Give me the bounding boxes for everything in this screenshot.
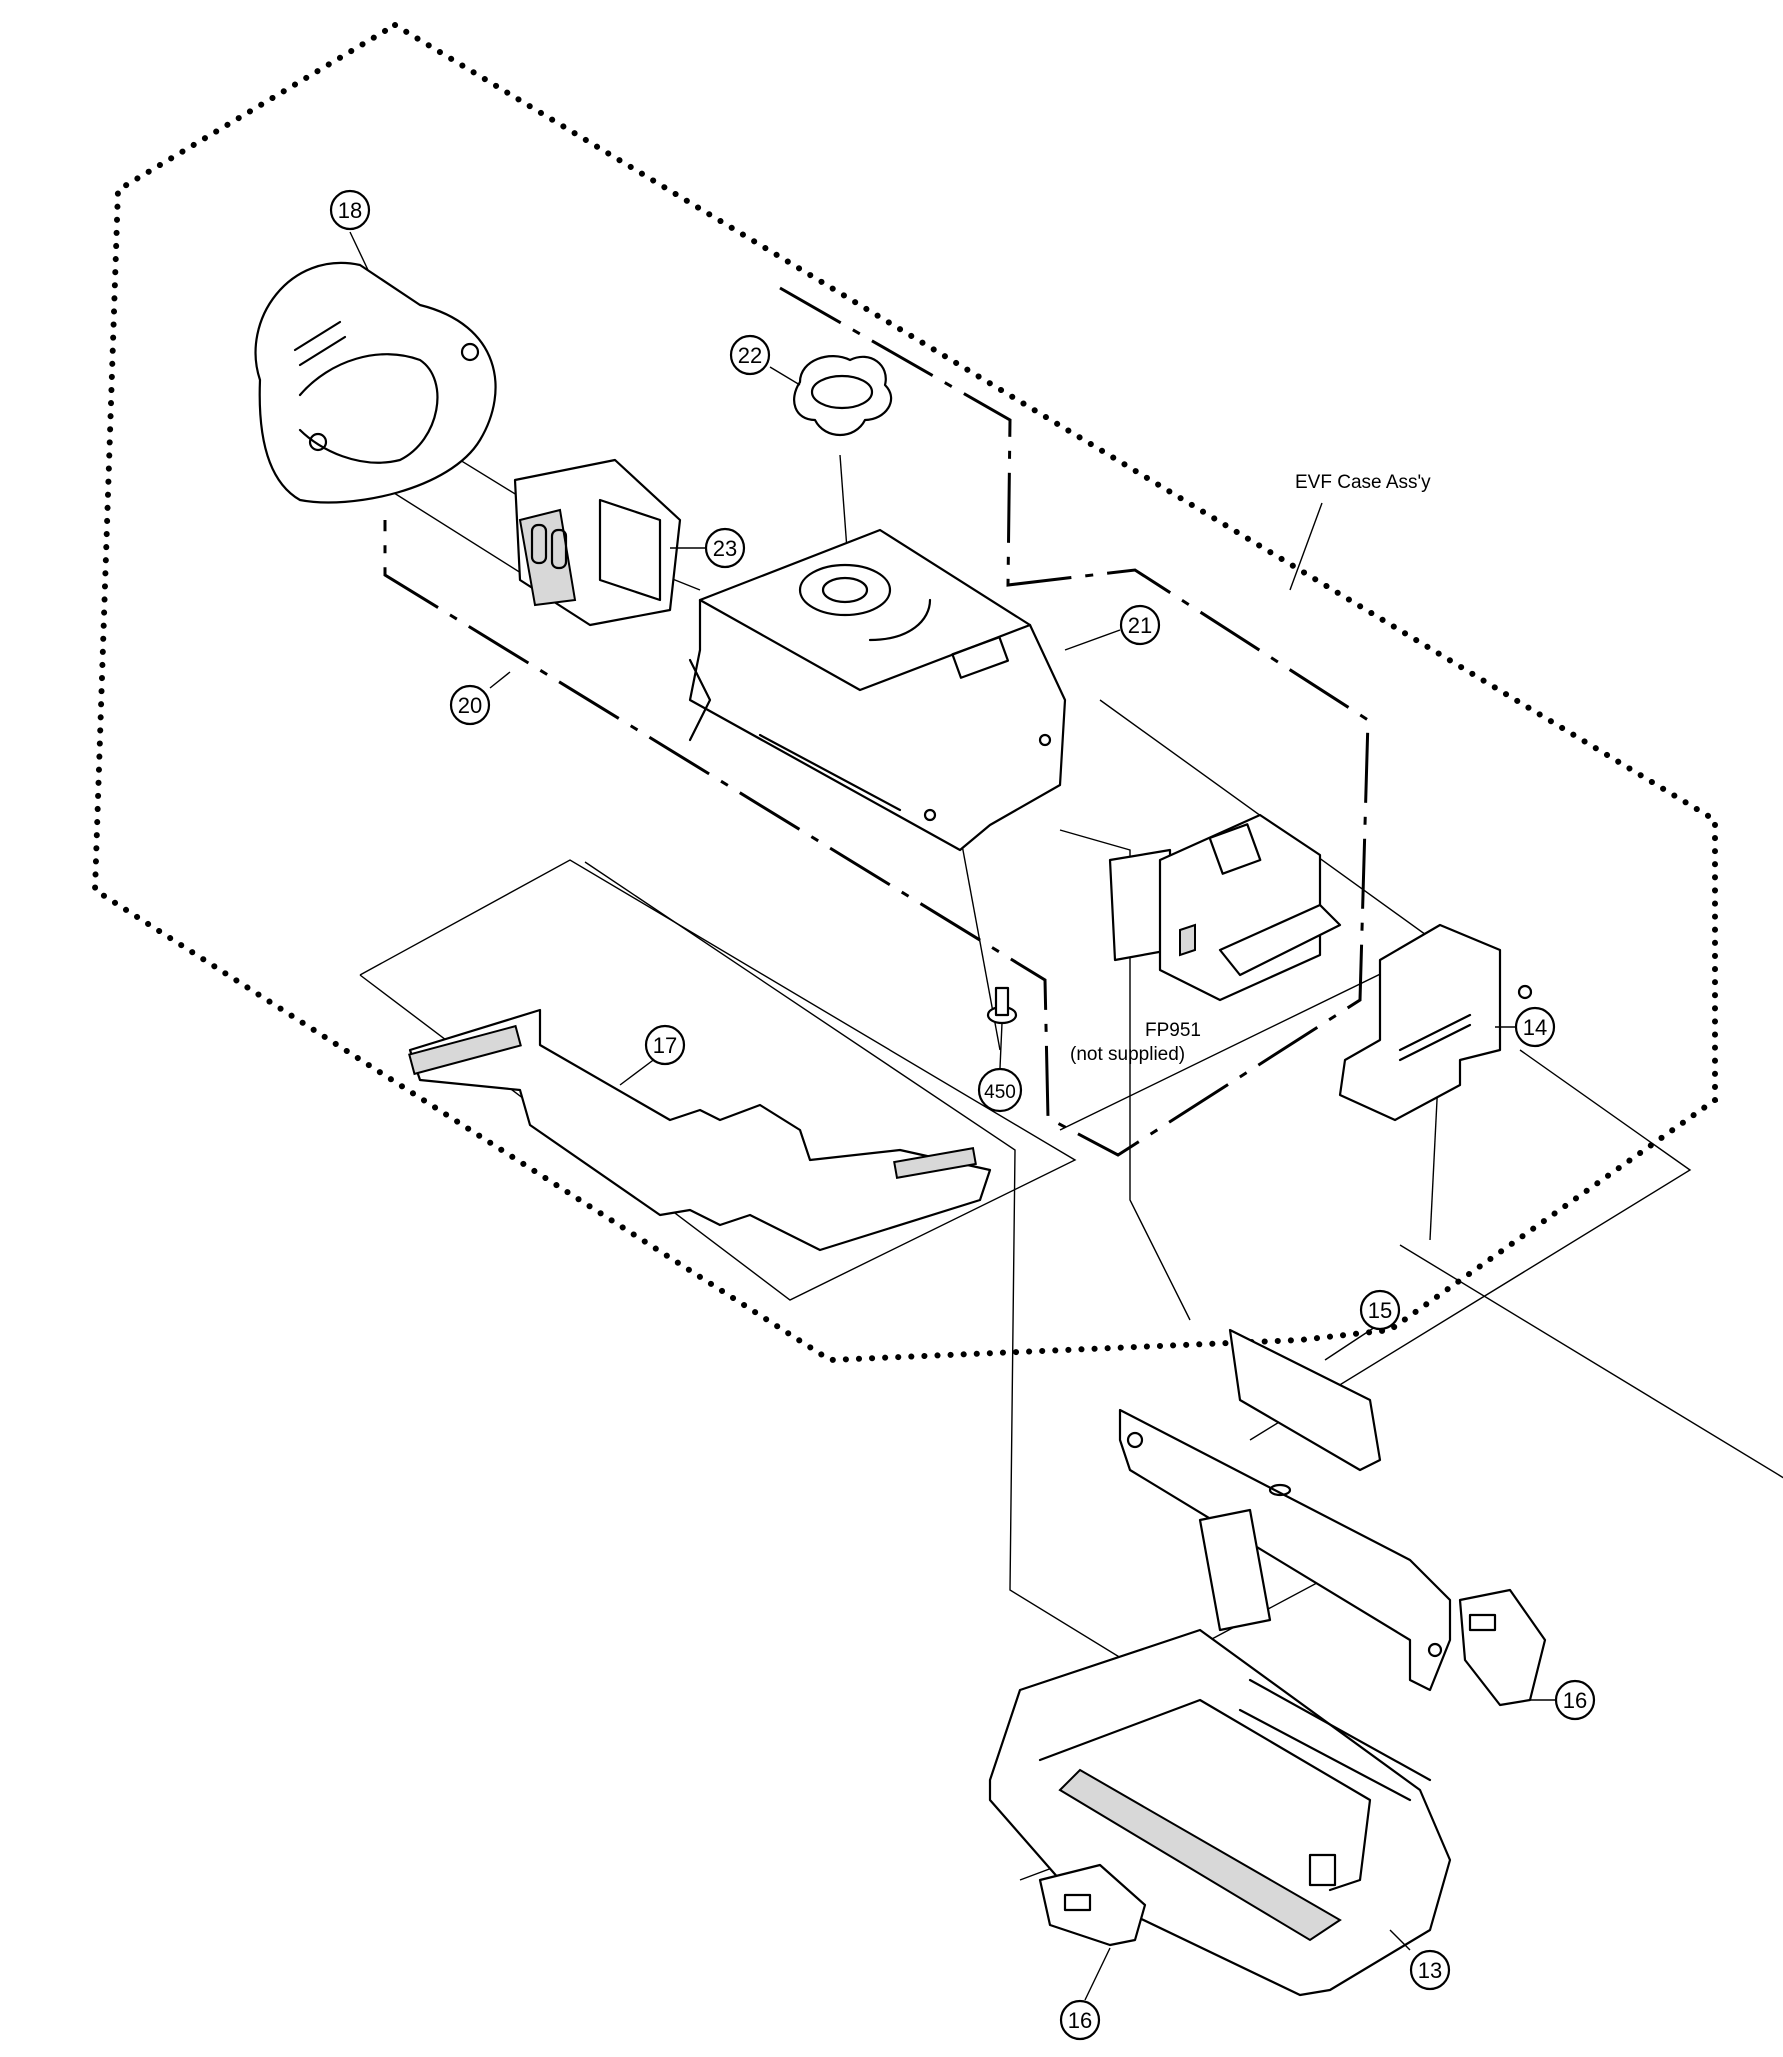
flex-cable-part — [408, 1008, 992, 1252]
callout-20: 20 — [449, 684, 491, 726]
leader-lines — [349, 231, 1555, 2001]
lens-block-part — [513, 458, 682, 627]
callout-label: 450 — [984, 1082, 1016, 1103]
bracket-part — [1338, 923, 1533, 1122]
screw-part — [986, 986, 1018, 1025]
callout-label: 17 — [653, 1033, 677, 1058]
callout-label: 15 — [1368, 1298, 1392, 1323]
callout-18: 18 — [329, 189, 371, 231]
callout-label: 18 — [338, 198, 362, 223]
callout-21: 21 — [1119, 604, 1161, 646]
fp951-label: FP951 — [1145, 1020, 1201, 1041]
callout-450: 450 — [977, 1067, 1023, 1113]
callout-label: 16 — [1563, 1688, 1587, 1713]
callout-22: 22 — [729, 334, 771, 376]
lcd-connector-block — [1108, 813, 1342, 1002]
callout-label: 21 — [1128, 613, 1152, 638]
callout-15: 15 — [1359, 1289, 1401, 1331]
sub-assembly-boundary — [383, 286, 1370, 1157]
callout-label: 23 — [713, 536, 737, 561]
cover-part — [1118, 1328, 1452, 1692]
knob-part — [793, 355, 893, 436]
callout-23: 23 — [704, 527, 746, 569]
fp951-note-label: (not supplied) — [1070, 1044, 1185, 1065]
evf-housing-part — [688, 528, 1067, 852]
evf-case-assy-label: EVF Case Ass'y — [1295, 472, 1431, 493]
callout-14: 14 — [1514, 1006, 1556, 1048]
callout-label: 20 — [458, 693, 482, 718]
callout-label: 13 — [1418, 1958, 1442, 1983]
end-cap-right-part — [1458, 1588, 1547, 1707]
end-cap-left-part — [1038, 1863, 1147, 1947]
callout-16-right: 16 — [1554, 1679, 1596, 1721]
callout-label: 14 — [1523, 1015, 1547, 1040]
base-part — [988, 1508, 1452, 1997]
callout-16-left: 16 — [1059, 1999, 1101, 2041]
eyecup-part — [254, 262, 497, 504]
callout-13: 13 — [1409, 1949, 1451, 1991]
guide-lines — [309, 379, 1783, 1881]
callout-17: 17 — [644, 1024, 686, 1066]
callout-label: 22 — [738, 343, 762, 368]
callout-label: 16 — [1068, 2008, 1092, 2033]
